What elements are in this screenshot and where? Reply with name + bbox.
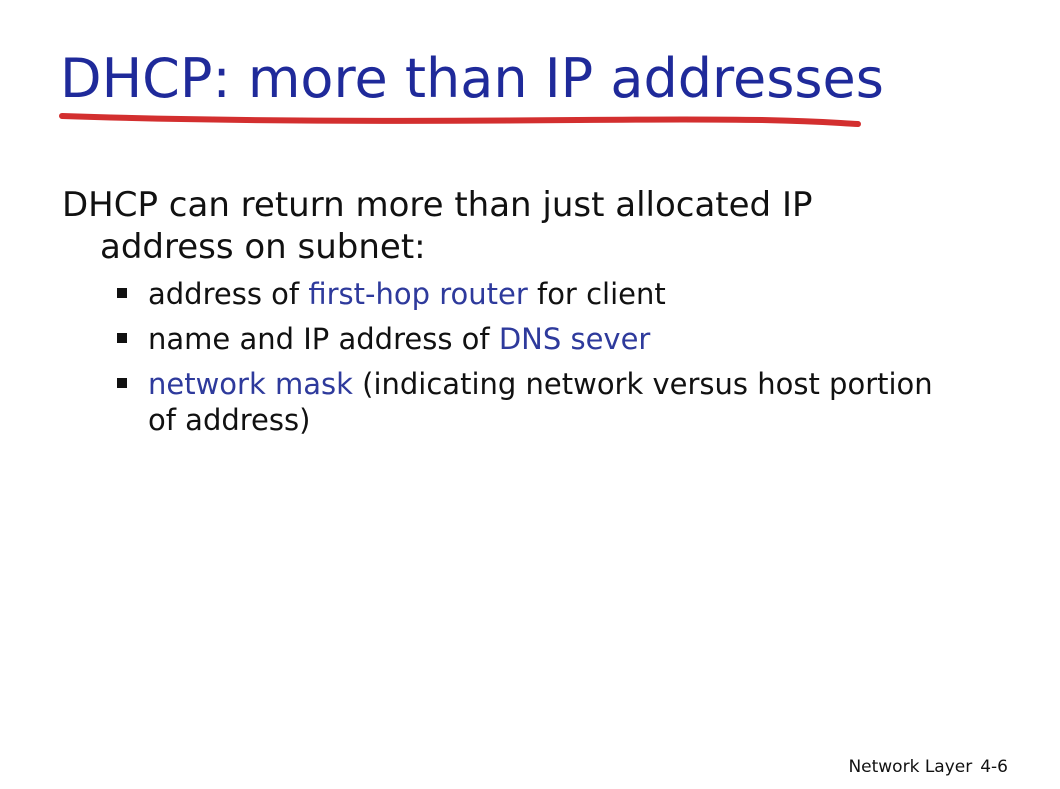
- sub-bullet-text: (indicating network versus host portion …: [148, 367, 933, 437]
- sub-bullet-highlight: network mask: [148, 367, 353, 401]
- sub-bullet-network-mask: network mask (indicating network versus …: [112, 366, 968, 438]
- square-bullet-icon: [117, 333, 127, 343]
- main-bullet-line1: DHCP can return more than just allocated…: [62, 185, 813, 225]
- title-underline: [59, 113, 861, 127]
- sub-bullet-first-hop-router: address of first-hop router for client: [112, 276, 1012, 312]
- sub-bullet-dns-server: name and IP address of DNS sever: [112, 321, 1012, 357]
- square-bullet-icon: [117, 288, 127, 298]
- sub-bullet-highlight: DNS sever: [498, 322, 651, 356]
- main-bullet-line2: address on subnet:: [100, 227, 426, 267]
- sub-bullet-list: address of first-hop router for client n…: [112, 276, 1012, 447]
- slide-footer: Network Layer 4-6: [848, 757, 1008, 777]
- sub-bullet-text: for client: [527, 277, 666, 311]
- slide-title: DHCP: more than IP addresses: [60, 47, 884, 110]
- sub-bullet-text: name and IP address of: [148, 322, 499, 356]
- sub-bullet-highlight: first-hop router: [308, 277, 528, 311]
- footer-label: Network Layer: [848, 757, 973, 777]
- sub-bullet-text: address of: [148, 277, 309, 311]
- main-bullet: DHCP can return more than just allocated…: [62, 184, 952, 268]
- square-bullet-icon: [117, 378, 127, 388]
- page-number: 4-6: [980, 757, 1008, 777]
